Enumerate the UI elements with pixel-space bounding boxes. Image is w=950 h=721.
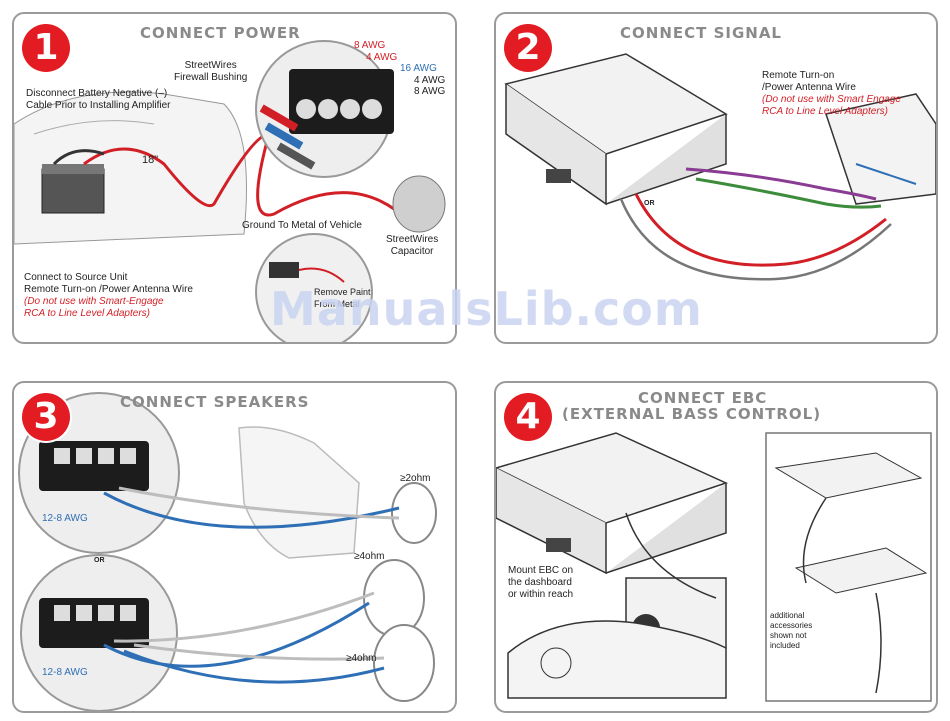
ground-label: Ground To Metal of Vehicle (242, 220, 362, 231)
remote-turn-on-label: Remote Turn-on /Power Antenna Wire (762, 70, 856, 93)
source-unit-label: Connect to Source Unit Remote Turn-on /P… (24, 272, 193, 295)
awg-label: 4 AWG (366, 52, 398, 63)
awg-label-top: 12-8 AWG (42, 513, 88, 524)
step-number-badge: 2 (504, 24, 552, 72)
accessories-label: additional accessories shown not include… (770, 611, 813, 650)
ohm-label-2: ≥2ohm (400, 473, 431, 484)
subwoofer-box (238, 426, 360, 559)
speaker-2ohm (391, 482, 437, 544)
distance-label: 18" (142, 154, 159, 166)
or-label: OR (644, 200, 655, 207)
panel-title: CONNECT POWER (140, 24, 301, 42)
panel-title: CONNECT SPEAKERS (120, 393, 310, 411)
ohm-label-4-bottom: ≥4ohm (346, 653, 377, 664)
awg-label: 16 AWG (400, 63, 437, 74)
ebc-wiring-illustration (496, 432, 932, 702)
mount-ebc-label: Mount EBC on the dashboard or within rea… (508, 565, 574, 600)
signal-wiring-illustration (504, 53, 936, 281)
capacitor (392, 175, 446, 233)
speaker-4ohm-top (363, 559, 425, 637)
watermark: ManualsLib.com (270, 282, 703, 336)
awg-label: 8 AWG (414, 86, 446, 97)
panel-connect-speakers: 3 CONNECT SPEAKERS 12-8 AWG OR 12-8 AWG … (12, 381, 457, 713)
speaker-4ohm-bottom (373, 624, 435, 702)
awg-label-bottom: 12-8 AWG (42, 667, 88, 678)
panel-connect-signal: 2 CONNECT SIGNAL Remote Turn-on /Power A… (494, 12, 938, 344)
power-wiring-illustration (14, 40, 446, 342)
head-unit (825, 93, 936, 205)
or-label: OR (94, 557, 105, 564)
panel-title: CONNECT SIGNAL (620, 24, 782, 42)
panel-title-line2: (EXTERNAL BASS CONTROL) (562, 405, 822, 423)
step-number-badge: 4 (504, 393, 552, 441)
source-warning: (Do not use with Smart-Engage RCA to Lin… (24, 296, 164, 319)
panel-connect-ebc: 4 CONNECT EBC (EXTERNAL BASS CONTROL) Mo… (494, 381, 938, 713)
ground-zoom (255, 233, 373, 342)
firewall-label: StreetWires Firewall Bushing (174, 60, 248, 83)
panel-title-line1: CONNECT EBC (638, 389, 768, 407)
step-number-badge: 3 (22, 393, 70, 441)
step-number-badge: 1 (22, 24, 70, 72)
battery-label: Disconnect Battery Negative (–) Cable Pr… (26, 88, 171, 111)
remove-paint-label: Remove Paint From Metal (314, 287, 371, 309)
panel-connect-power: 1 CONNECT POWER 8 AWG 4 AWG 16 AWG 4 AWG… (12, 12, 457, 344)
capacitor-label: StreetWires Capacitor (386, 234, 439, 257)
speaker-wiring-illustration (18, 392, 437, 711)
ohm-label-4-top: ≥4ohm (354, 551, 385, 562)
awg-label: 8 AWG (354, 40, 386, 51)
remote-warning: (Do not use with Smart Engage RCA to Lin… (762, 94, 901, 117)
battery (41, 168, 105, 214)
dashboard (507, 620, 727, 699)
awg-label: 4 AWG (414, 75, 446, 86)
